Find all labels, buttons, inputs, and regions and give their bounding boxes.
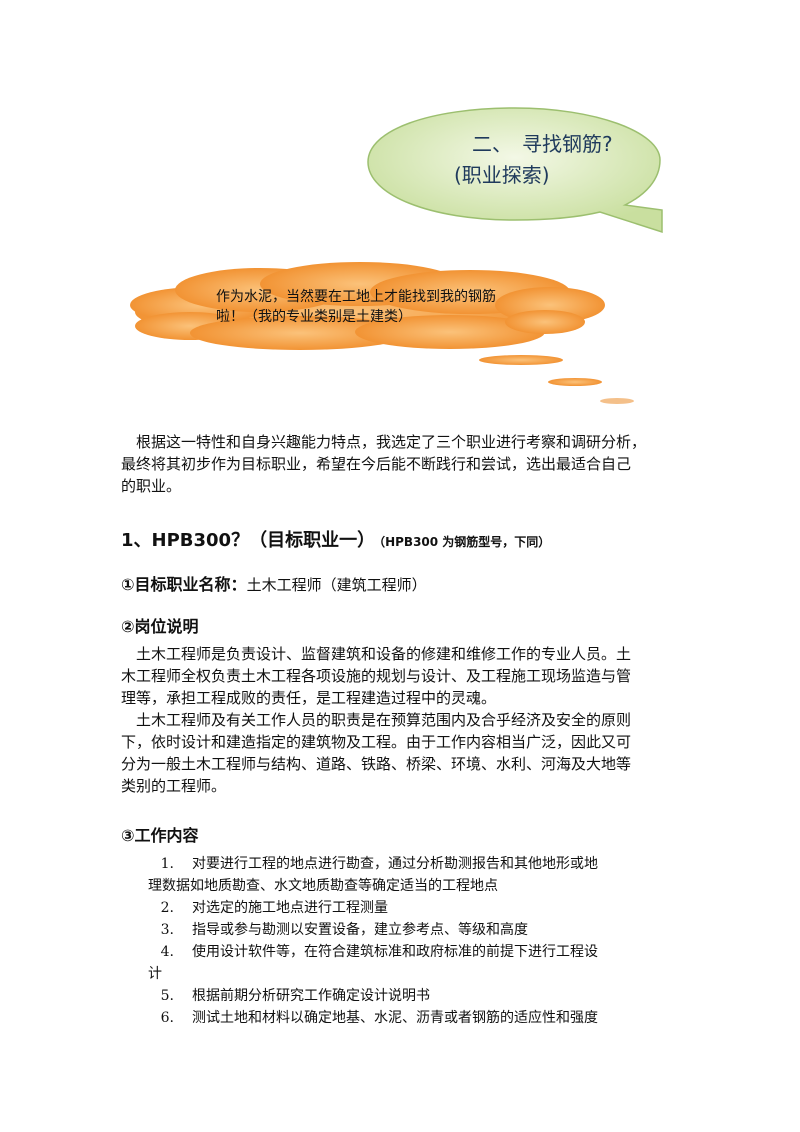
section-title: 1、HPB300？（目标职业一） — [121, 530, 376, 551]
list-item: 6. 测试土地和材料以确定地基、水泥、沥青或者钢筋的适应性和强度 — [140, 1007, 700, 1029]
intro-paragraph: 根据这一特性和自身兴趣能力特点，我选定了三个职业进行考察和调研分析， 最终将其初… — [121, 431, 691, 497]
list-item-number: 2. — [160, 900, 174, 916]
list-item-continuation: 计 — [148, 966, 162, 982]
thought-cloud — [130, 262, 605, 350]
job-desc-p2-line2: 下，依时设计和建造指定的建筑物及工程。由于工作内容相当广泛，因此又可 — [121, 733, 632, 751]
intro-line1: 根据这一特性和自身兴趣能力特点，我选定了三个职业进行考察和调研分析， — [136, 433, 647, 451]
bubble-title-line1: 二、 寻找钢筋? — [472, 132, 613, 156]
list-item-number: 1. — [160, 856, 174, 872]
job-desc-p2-line4: 类别的工程师。 — [121, 777, 227, 795]
speech-bubble — [367, 107, 663, 234]
thought-trail-3 — [600, 398, 634, 404]
job-desc-heading: ②岗位说明 — [121, 617, 199, 636]
section-note: （HPB300 为钢筋型号，下同） — [379, 535, 551, 549]
job-desc-p1-line2: 木工程师全权负责土木工程各项设施的规划与设计、及工程施工现场监造与管 — [121, 667, 632, 685]
list-item: 3. 指导或参与勘测以安置设备，建立参考点、等级和高度 — [140, 919, 700, 941]
callout-shapes — [130, 107, 663, 404]
intro-line2: 最终将其初步作为目标职业，希望在今后能不断践行和尝试，选出最适合自己 — [121, 455, 632, 473]
bubble-title-line2: (职业探索) — [454, 163, 550, 187]
job-desc-p2-line3: 分为一般土木工程师与结构、道路、铁路、桥梁、环境、水利、河海及大地等 — [121, 755, 632, 773]
list-item-number: 5. — [160, 988, 174, 1004]
work-content-heading: ③工作内容 — [121, 826, 199, 845]
job-desc-p1-line1: 土木工程师是负责设计、监督建筑和设备的修建和维修工作的专业人员。土 — [136, 645, 632, 663]
list-item: 1. 对要进行工程的地点进行勘查，通过分析勘测报告和其他地形或地 理数据如地质勘查… — [140, 853, 700, 897]
cloud-text-line2: 啦！（我的专业类别是土建类） — [216, 309, 412, 325]
list-item: 2. 对选定的施工地点进行工程测量 — [140, 897, 700, 919]
list-item-text: 测试土地和材料以确定地基、水泥、沥青或者钢筋的适应性和强度 — [192, 1010, 598, 1026]
cloud-text-line1: 作为水泥，当然要在工地上才能找到我的钢筋 — [216, 289, 496, 305]
cloud-text: 作为水泥，当然要在工地上才能找到我的钢筋 啦！（我的专业类别是土建类） — [216, 287, 566, 327]
career-name-value: 土木工程师（建筑工程师） — [246, 576, 427, 594]
list-item-number: 6. — [160, 1010, 174, 1026]
list-item-number: 4. — [160, 944, 174, 960]
career-name-label: ①目标职业名称： — [121, 575, 247, 594]
section-heading: 1、HPB300？（目标职业一）（HPB300 为钢筋型号，下同） — [121, 526, 550, 552]
work-content-list: 1. 对要进行工程的地点进行勘查，通过分析勘测报告和其他地形或地 理数据如地质勘查… — [140, 853, 700, 1029]
list-item-text: 指导或参与勘测以安置设备，建立参考点、等级和高度 — [192, 922, 528, 938]
career-name: ①目标职业名称：土木工程师（建筑工程师） — [121, 571, 427, 595]
list-item: 5. 根据前期分析研究工作确定设计说明书 — [140, 985, 700, 1007]
thought-trail-1 — [479, 355, 563, 365]
list-item: 4. 使用设计软件等，在符合建筑标准和政府标准的前提下进行工程设 计 — [140, 941, 700, 985]
job-desc-p1-line3: 理等，承担工程成败的责任，是工程建造过程中的灵魂。 — [121, 689, 497, 707]
list-item-text: 根据前期分析研究工作确定设计说明书 — [192, 988, 430, 1004]
list-item-text: 使用设计软件等，在符合建筑标准和政府标准的前提下进行工程设 — [192, 944, 598, 960]
list-item-number: 3. — [160, 922, 174, 938]
job-desc-paragraph: 土木工程师是负责设计、监督建筑和设备的修建和维修工作的专业人员。土 木工程师全权… — [121, 643, 691, 797]
intro-line3: 的职业。 — [121, 477, 182, 495]
thought-trail-2 — [548, 378, 602, 386]
list-item-continuation: 理数据如地质勘查、水文地质勘查等确定适当的工程地点 — [148, 878, 498, 894]
list-item-text: 对要进行工程的地点进行勘查，通过分析勘测报告和其他地形或地 — [192, 856, 598, 872]
list-item-text: 对选定的施工地点进行工程测量 — [192, 900, 388, 916]
job-desc-p2-line1: 土木工程师及有关工作人员的职责是在预算范围内及合乎经济及安全的原则 — [136, 711, 632, 729]
